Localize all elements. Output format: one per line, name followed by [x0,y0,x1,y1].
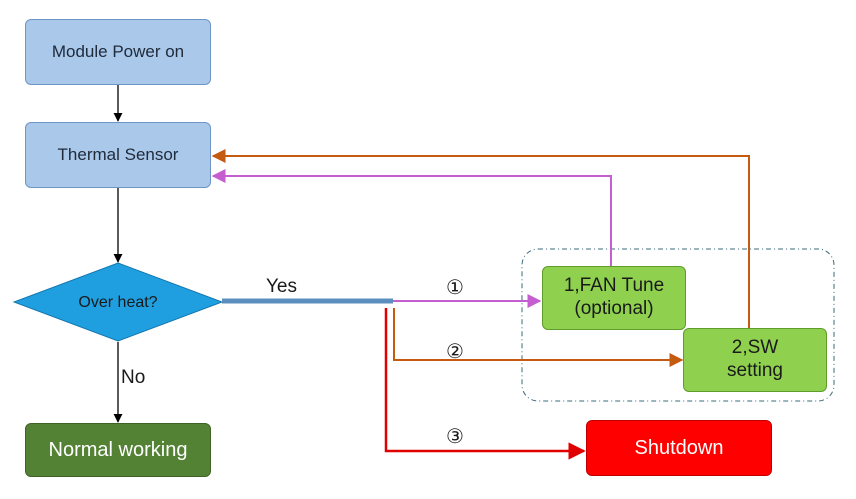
options-group-border [521,248,835,402]
module-power-on-box: Module Power on [25,19,211,85]
feedback-sw-to-sensor [211,149,750,328]
over-heat-decision-diamond [12,262,224,342]
normal-working-label: Normal working [48,439,188,461]
shutdown-label: Shutdown [634,437,724,459]
path-marker-1: ① [446,277,464,299]
fan-tune-label-line2: (optional) [574,298,654,319]
arrow-to-sw-setting [393,308,684,367]
feedback-fan-to-sensor [211,169,612,266]
path-marker-2: ② [446,341,464,363]
fan-tune-label-line1: 1,FAN Tune [563,275,665,297]
thermal-sensor-box: Thermal Sensor [25,122,211,188]
over-heat-label: Over heat? [78,294,158,311]
normal-working-box: Normal working [25,423,211,477]
path-marker-3: ③ [446,426,464,448]
sw-setting-box: 2,SW setting [683,328,827,392]
yes-label: Yes [266,276,297,297]
arrow-to-shutdown [384,308,586,460]
shutdown-box: Shutdown [586,420,772,476]
sw-setting-label-line2: setting [727,360,783,381]
sw-setting-label-line1: 2,SW [731,337,779,359]
fan-tune-box: 1,FAN Tune (optional) [542,266,686,330]
no-label: No [121,367,146,388]
module-power-on-label: Module Power on [51,41,185,61]
thermal-sensor-label: Thermal Sensor [57,144,179,164]
